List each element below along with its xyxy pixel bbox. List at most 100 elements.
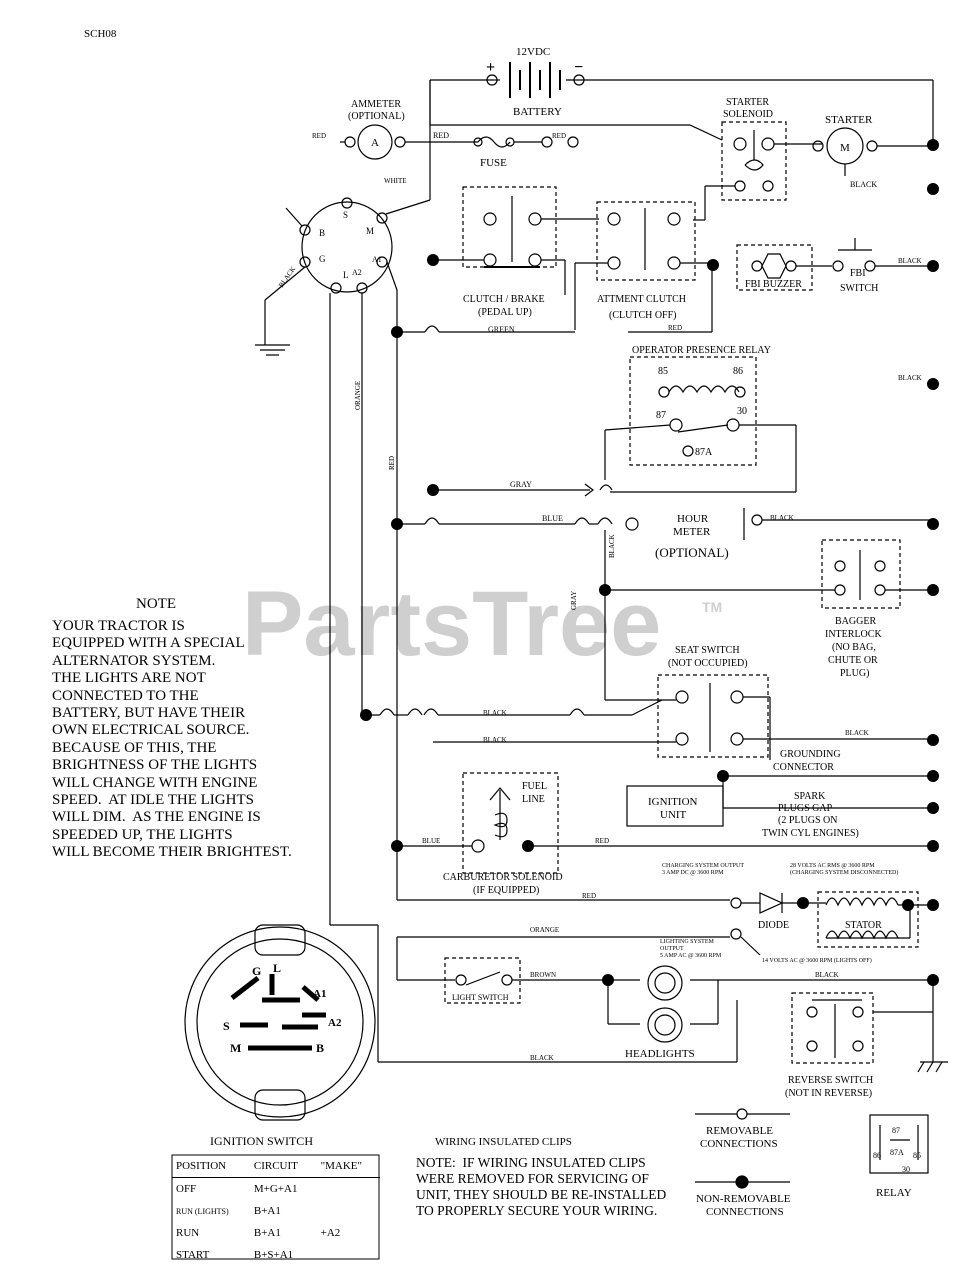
hour-meter — [397, 508, 933, 700]
table-cell: START — [176, 1249, 210, 1261]
reverse-label-1: REVERSE SWITCH — [788, 1075, 873, 1086]
wire-black-seat-2: BLACK — [483, 736, 507, 744]
wire-blue: BLUE — [542, 514, 563, 523]
note-heading: NOTE — [136, 596, 176, 612]
operator-presence-relay — [604, 356, 797, 493]
relay-85: 85 — [658, 366, 668, 377]
relay-sym-86: 86 — [873, 1151, 881, 1160]
attachment-clutch-switch — [574, 201, 713, 333]
doc-code: SCH08 — [84, 28, 117, 40]
relay-sym-87a: 87A — [890, 1148, 904, 1157]
wire-red-diode: RED — [582, 892, 596, 900]
starter-label: STARTER — [825, 114, 873, 126]
legend-nonremovable-2: CONNECTIONS — [706, 1206, 784, 1218]
lighting-label-1: LIGHTING SYSTEM — [660, 939, 714, 945]
table-header-cell: "MAKE" — [316, 1155, 380, 1178]
bagger-label-3: (NO BAG, — [832, 642, 876, 653]
relay-sym-87: 87 — [892, 1126, 900, 1135]
lighting-label-2: OUTPUT — [660, 946, 684, 952]
hour-meter-label-3: (OPTIONAL) — [655, 545, 729, 560]
ignition-unit-label-1: IGNITION — [648, 796, 698, 808]
wire-red-carb: RED — [595, 837, 609, 845]
ign-G: G — [252, 964, 261, 978]
legend-removable-1: REMOVABLE — [706, 1125, 773, 1137]
ammeter-letter: A — [371, 137, 379, 149]
battery-voltage: 12VDC — [516, 46, 550, 58]
table-row: OFF M+G+A1 — [172, 1178, 380, 1201]
relay-title: OPERATOR PRESENCE RELAY — [632, 345, 771, 356]
diode-stator — [397, 891, 933, 948]
table-cell: RUN (LIGHTS) — [176, 1206, 229, 1216]
battery-label: BATTERY — [513, 106, 562, 118]
charging-label-2: 3 AMP DC @ 3600 RPM — [662, 870, 724, 876]
ignition-table: POSITION CIRCUIT "MAKE" OFF M+G+A1 RUN (… — [172, 1155, 380, 1266]
battery-minus: − — [574, 59, 583, 76]
table-cell: B+A1 — [253, 1205, 281, 1217]
table-cell: +A2 — [320, 1227, 341, 1239]
table-cell: M+G+A1 — [253, 1183, 298, 1195]
clutch-brake-switch — [433, 186, 599, 295]
wire-black-starter: BLACK — [850, 180, 877, 189]
table-cell — [317, 1200, 380, 1222]
ign-S: S — [223, 1019, 230, 1033]
ignition-connector — [255, 80, 431, 925]
note-body: YOUR TRACTOR IS EQUIPPED WITH A SPECIAL … — [52, 618, 292, 861]
volts-ac-label-1: 28 VOLTS AC RMS @ 3600 RPM — [790, 863, 875, 869]
starter-solenoid-label-1: STARTER — [726, 97, 769, 108]
seat-switch-label-1: SEAT SWITCH — [675, 645, 740, 656]
wire-gray: GRAY — [510, 480, 532, 489]
wire-red-attach: RED — [668, 324, 682, 332]
ign-L: L — [273, 961, 281, 975]
ign-A1: A1 — [313, 988, 326, 1000]
ign-A2: A2 — [328, 1017, 342, 1029]
wire-green: GREEN — [488, 325, 515, 334]
fuel-label-2: LINE — [522, 794, 545, 805]
ammeter-optional: (OPTIONAL) — [348, 111, 405, 122]
wire-blue-carb: BLUE — [422, 837, 440, 845]
legend-symbols — [695, 1108, 929, 1189]
starter-solenoid-label-2: SOLENOID — [723, 109, 773, 120]
legend-nonremovable-1: NON-REMOVABLE — [696, 1193, 791, 1205]
clutch-brake-label-2: (PEDAL UP) — [478, 307, 532, 318]
watermark: PartsTree — [242, 573, 661, 675]
ignition-unit-label-2: UNIT — [660, 809, 687, 821]
spark-label-1: SPARK — [794, 791, 826, 802]
wire-black-relay: BLACK — [898, 374, 922, 382]
wire-gray-vertical: GRAY — [570, 591, 578, 610]
attach-clutch-label-1: ATTMENT CLUTCH — [597, 294, 686, 305]
pin-G: G — [319, 254, 326, 264]
wire-red-right: RED — [552, 132, 566, 140]
pin-B: B — [319, 228, 325, 238]
wire-black-lights: BLACK — [815, 971, 839, 979]
carb-label-1: CARBURETOR SOLENOID — [443, 872, 563, 883]
clips-note: NOTE: IF WIRING INSULATED CLIPS WERE REM… — [416, 1155, 667, 1218]
table-cell: B+S+A1 — [253, 1249, 294, 1261]
legend-removable-2: CONNECTIONS — [700, 1138, 778, 1150]
ammeter-label: AMMETER — [351, 99, 401, 110]
wire-orange: ORANGE — [354, 381, 362, 410]
ign-M: M — [230, 1041, 241, 1055]
fbi-switch-label-2: SWITCH — [840, 283, 878, 294]
carb-label-2: (IF EQUIPPED) — [473, 885, 539, 896]
ignition-switch-drawing — [184, 924, 376, 1121]
volts-14-label: 14 VOLTS AC @ 3600 RPM (LIGHTS OFF) — [762, 957, 872, 964]
starter-solenoid — [693, 121, 933, 221]
spark-label-3: (2 PLUGS ON — [778, 815, 837, 826]
spark-label-2: PLUGS GAP — [778, 803, 833, 814]
wire-black-ground: BLACK — [277, 265, 297, 289]
seat-switch-label-2: (NOT OCCUPIED) — [668, 658, 748, 669]
grounding-label-2: CONNECTOR — [773, 762, 834, 773]
relay-87a: 87A — [695, 447, 713, 458]
ammeter — [340, 124, 579, 160]
relay-30: 30 — [737, 406, 747, 417]
light-switch — [396, 928, 933, 1043]
fuse-label: FUSE — [480, 157, 507, 169]
light-switch-label: LIGHT SWITCH — [452, 993, 509, 1002]
relay-symbol-label: RELAY — [876, 1187, 912, 1199]
volts-ac-label-2: (CHARGING SYSTEM DISCONNECTED) — [790, 869, 898, 876]
clips-heading: WIRING INSULATED CLIPS — [435, 1136, 572, 1148]
attach-clutch-label-2: (CLUTCH OFF) — [609, 310, 677, 321]
charging-label-1: CHARGING SYSTEM OUTPUT — [662, 863, 744, 869]
starter-letter: M — [840, 142, 850, 154]
table-header-cell: POSITION — [172, 1155, 250, 1178]
